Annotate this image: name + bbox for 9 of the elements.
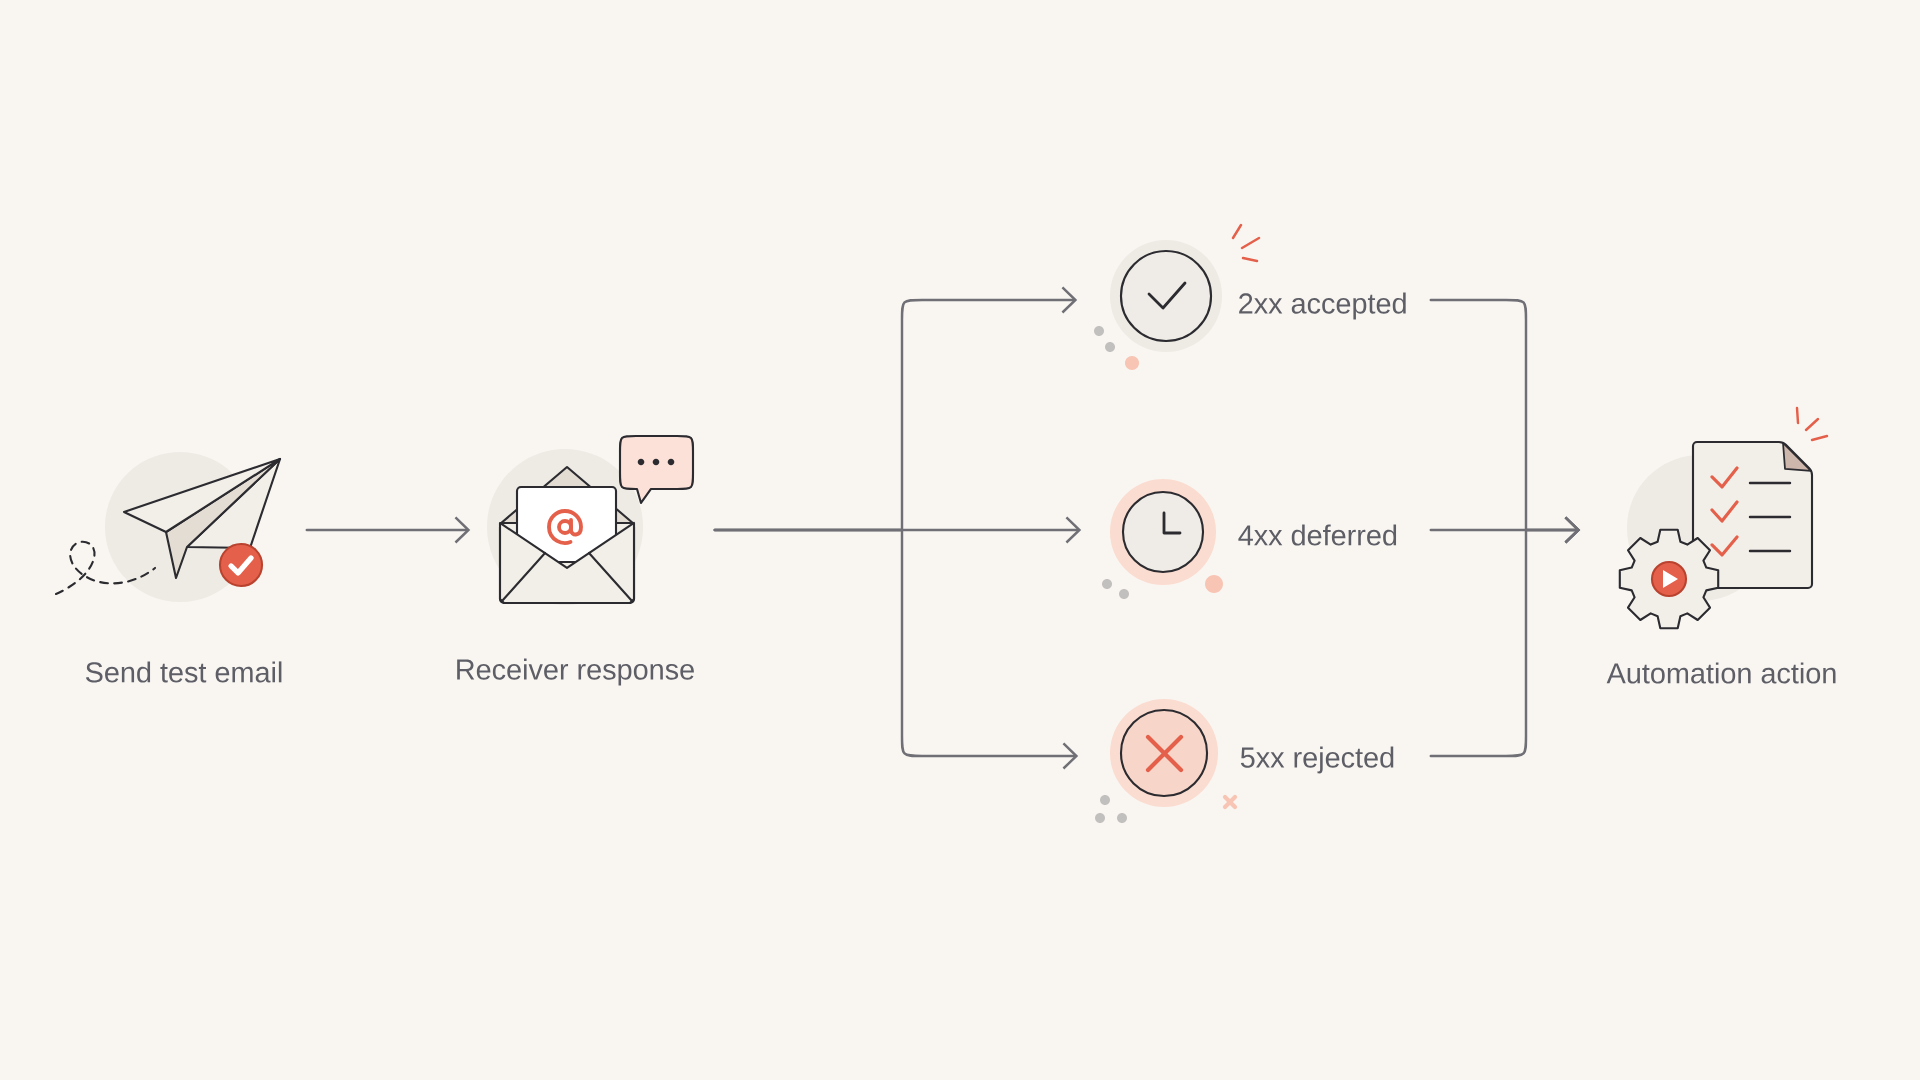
arrow [305, 516, 471, 544]
step-label: Receiver response [457, 658, 694, 686]
step-label: Automation action [1606, 662, 1836, 684]
status-label: 2xx accepted [1239, 292, 1406, 320]
arrow [713, 528, 1079, 770]
status-label: 5xx rejected [1240, 746, 1394, 774]
status-label: 4xx deferred [1238, 524, 1397, 546]
step-label: Send test email [85, 661, 282, 683]
arrow [1429, 516, 1581, 758]
